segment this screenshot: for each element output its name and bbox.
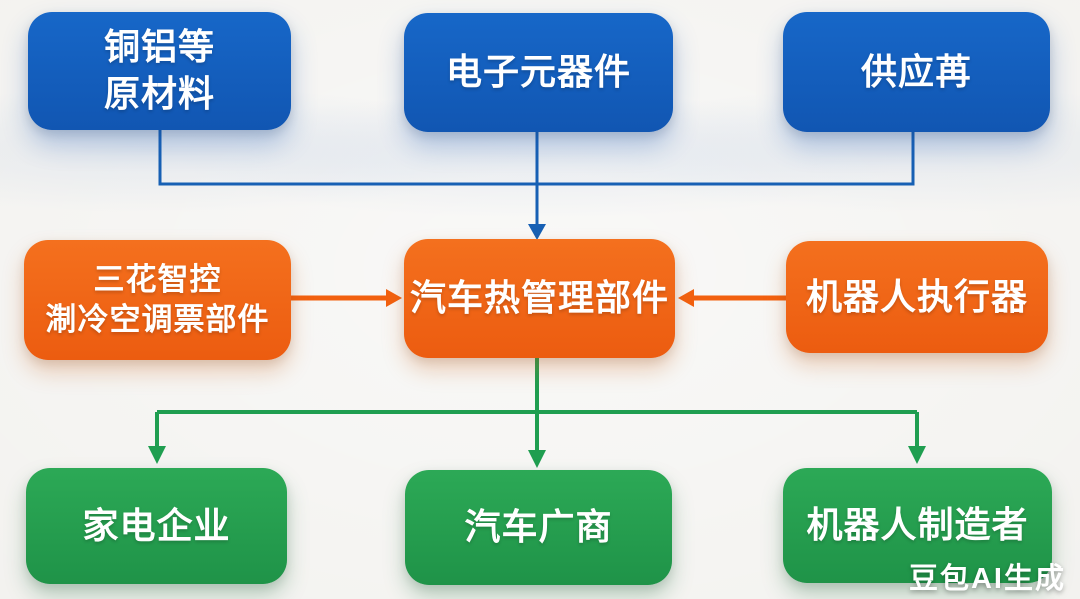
node-robot-makers: 机器人制造者 xyxy=(783,468,1052,583)
connector-blue-suppliers-to-center xyxy=(158,130,915,240)
node-robot-actuators: 机器人执行器 xyxy=(786,241,1048,353)
node-suppliers: 供应苒 xyxy=(783,12,1050,132)
connector-green-center-to-bottom xyxy=(148,358,926,468)
node-raw-materials: 铜铝等 原材料 xyxy=(28,12,291,130)
ai-watermark: 豆包AI生成 xyxy=(908,563,1066,595)
node-home-appliance-companies: 家电企业 xyxy=(26,468,287,584)
node-auto-manufacturers: 汽车广商 xyxy=(405,470,672,585)
node-auto-thermal-management-parts: 汽车热管理部件 xyxy=(404,239,675,358)
node-sanhua-refrigeration-parts: 三花智控 淛冷空调票部件 xyxy=(24,240,291,360)
node-electronic-components: 电子元器件 xyxy=(404,13,673,132)
